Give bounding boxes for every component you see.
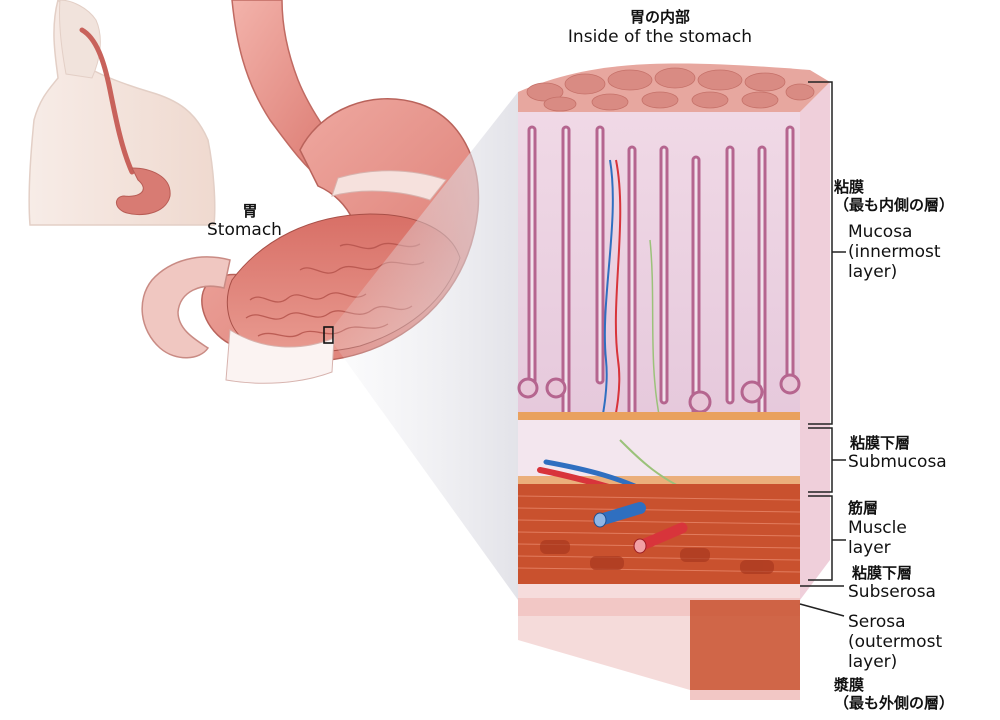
title-jp: 胃の内部 xyxy=(629,8,690,26)
stomach-label-jp: 胃 xyxy=(242,202,258,220)
tissue-block xyxy=(517,63,830,700)
submucosa-label-jp: 粘膜下層 xyxy=(850,434,911,452)
zoom-cone xyxy=(333,92,518,600)
title-en: Inside of the stomach xyxy=(567,27,753,47)
mucosa-label-en: Mucosa (innermost layer) xyxy=(848,222,941,282)
serosa-label-jp: 漿膜 （最も外側の層） xyxy=(834,676,955,712)
subserosa-label-en: Subserosa xyxy=(848,582,936,602)
mucosa-label-jp: 粘膜 （最も内側の層） xyxy=(834,178,955,214)
muscle-label-en: Muscle layer xyxy=(848,518,907,558)
layer-brackets xyxy=(799,81,846,617)
submucosa-label-en: Submucosa xyxy=(848,452,947,472)
stomach-label-en: Stomach xyxy=(207,220,282,240)
muscle-label-jp: 筋層 xyxy=(848,499,879,517)
subserosa-label-jp: 粘膜下層 xyxy=(852,564,913,582)
human-torso xyxy=(28,0,216,226)
serosa-label-en: Serosa (outermost layer) xyxy=(848,612,943,672)
